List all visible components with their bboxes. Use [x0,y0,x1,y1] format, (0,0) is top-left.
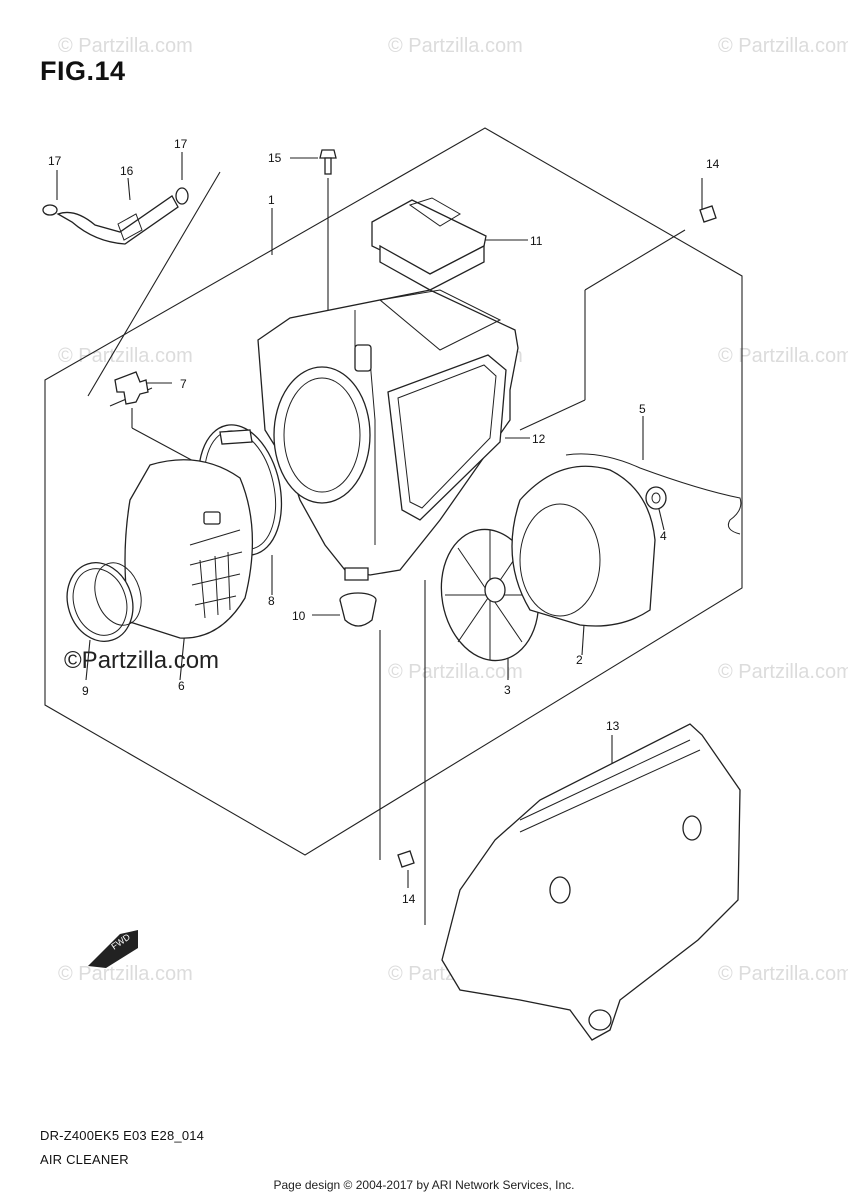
grommet [645,486,667,510]
filter-element [511,465,656,627]
intake-boot [124,459,254,639]
watermark: © Partzilla.com [58,963,193,985]
watermark: © Partzilla.com [388,661,523,683]
callout-17-right: 17 [174,137,188,151]
callout-14-top: 14 [706,157,720,171]
watermark: © Partzilla.com [718,963,848,985]
watermark: © Partzilla.com [388,35,523,57]
callout-9: 9 [82,684,89,698]
callout-8: 8 [268,594,275,608]
intake-duct-cover [371,197,487,291]
callout-10: 10 [292,609,306,623]
callout-7: 7 [180,377,187,391]
assembly-boundary [44,127,743,856]
callout-4: 4 [660,529,667,543]
hose-bracket-line [87,171,221,407]
callout-17-left: 17 [48,154,62,168]
partzilla-watermark: ©Partzilla.com [64,647,219,674]
drain-cap [339,592,377,627]
callout-3: 3 [504,683,511,697]
side-cover [441,723,741,1041]
hose-clamp [66,562,142,642]
watermark: © Partzilla.com [718,661,848,683]
callout-12: 12 [532,432,546,446]
wire-clip [565,453,742,535]
watermark: © Partzilla.com [718,35,848,57]
leader-lines [56,152,703,925]
callout-numbers: 1 2 3 4 5 6 7 8 9 10 11 12 13 14 14 15 1… [48,137,720,906]
callout-1: 1 [268,193,275,207]
callout-15: 15 [268,151,282,165]
figure-title: FIG.14 [40,56,126,86]
breather-hose [42,187,189,245]
page-footer: Page design © 2004-2017 by ARI Network S… [273,1178,575,1192]
callout-5: 5 [639,402,646,416]
watermark: © Partzilla.com [58,35,193,57]
callout-6: 6 [178,679,185,693]
air-box-housing [257,289,519,581]
elbow-fitting [114,371,149,405]
model-code: DR-Z400EK5 E03 E28_014 [40,1128,205,1143]
callout-2: 2 [576,653,583,667]
callout-13: 13 [606,719,620,733]
screw [319,149,337,175]
seal-gasket [387,354,507,521]
callout-11: 11 [530,234,543,248]
callout-16: 16 [120,164,134,178]
callout-14-bottom: 14 [402,892,416,906]
figure-name: AIR CLEANER [40,1152,129,1167]
bolt [397,205,717,868]
watermark: © Partzilla.com [58,345,193,367]
watermark: © Partzilla.com [718,345,848,367]
